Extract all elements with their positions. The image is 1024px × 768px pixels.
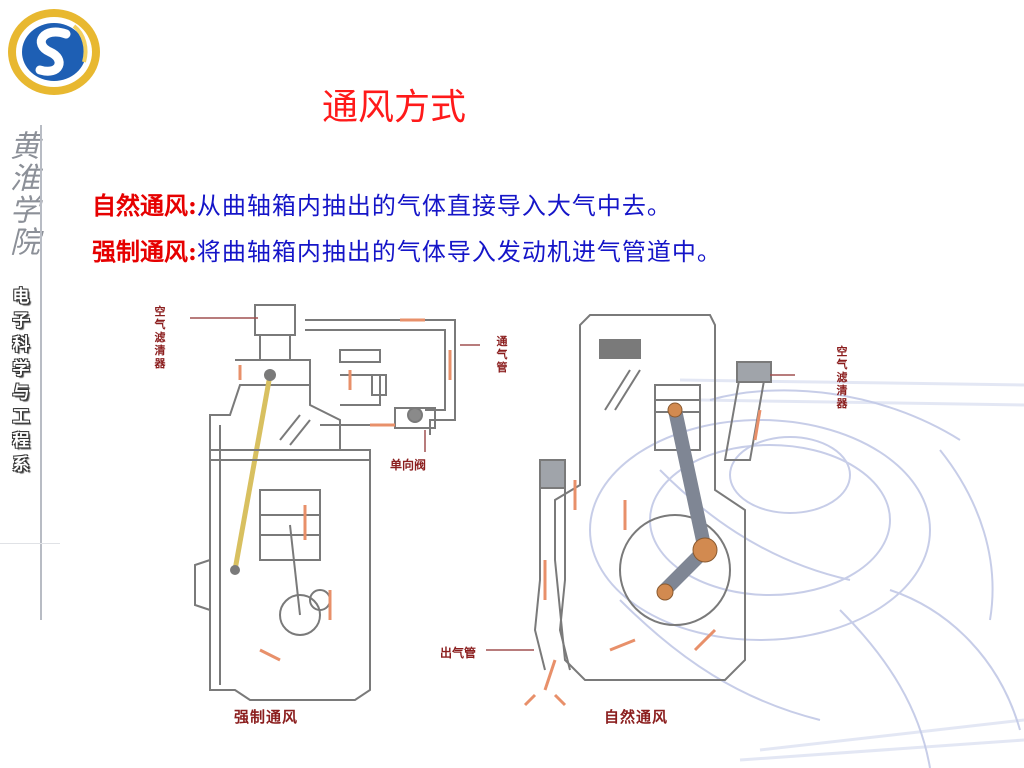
- department-char: 工: [12, 407, 30, 427]
- outlet-pipe-label: 出气管: [440, 646, 477, 660]
- forced-vent-pipe-label: 通 气 管: [496, 335, 508, 374]
- natural-ventilation-term: 自然通风:: [92, 191, 197, 220]
- school-name-script: 黄淮学院: [4, 130, 39, 258]
- department-char: 子: [12, 311, 30, 331]
- department-char: 程: [12, 431, 30, 451]
- school-logo-icon: [8, 9, 100, 95]
- natural-ventilation-desc: 从曲轴箱内抽出的气体直接导入大气中去。: [196, 192, 672, 220]
- natural-ventilation-line: 自然通风:从曲轴箱内抽出的气体直接导入大气中去。: [92, 186, 672, 221]
- department-char: 与: [12, 383, 30, 403]
- background-engine-sketch: [589, 378, 1024, 768]
- natural-ventilation-diagram: [523, 314, 795, 707]
- department-name: 电 子 科 学 与 工 程 系: [6, 285, 36, 477]
- natural-ventilation-caption: 自然通风: [604, 708, 669, 726]
- forced-ventilation-caption: 强制通风: [234, 708, 299, 726]
- forced-air-filter-label: 空 气 滤 清 器: [154, 305, 166, 370]
- department-char: 电: [12, 287, 30, 307]
- forced-ventilation-line: 强制通风:将曲轴箱内抽出的气体导入发动机进气管道中。: [92, 232, 722, 267]
- natural-air-filter-label: 空 气 滤 清 器: [836, 345, 848, 410]
- forced-ventilation-diagram: [190, 304, 480, 701]
- sidebar-divider: [40, 125, 42, 620]
- department-char: 系: [12, 455, 30, 475]
- forced-ventilation-desc: 将曲轴箱内抽出的气体导入发动机进气管道中。: [196, 238, 722, 266]
- forced-ventilation-term: 强制通风:: [92, 237, 197, 266]
- outlet-leader-line: [486, 649, 534, 651]
- sidebar-rule: [0, 543, 60, 544]
- check-valve-label: 单向阀: [390, 458, 427, 472]
- department-char: 学: [12, 359, 30, 379]
- slide-title: 通风方式: [322, 87, 467, 128]
- department-char: 科: [12, 335, 30, 355]
